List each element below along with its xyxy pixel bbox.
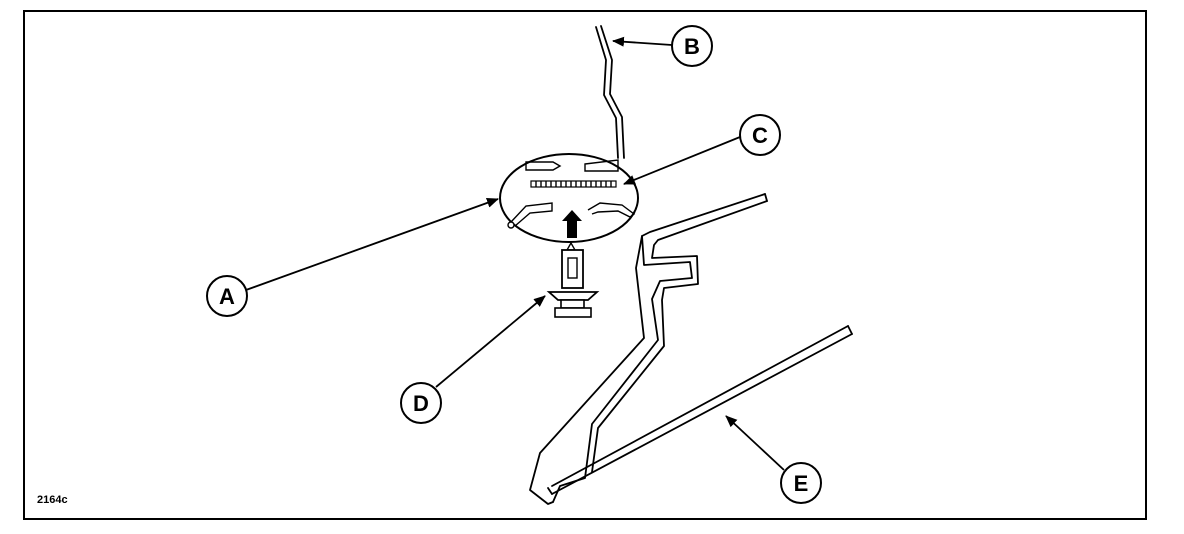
body-panel [529,193,768,505]
callout-d-label: D [413,391,429,416]
callout-c: C [739,114,781,156]
leader-line-a [245,198,499,291]
callout-c-label: C [752,123,768,148]
callout-e: E [780,462,822,504]
push-direction-arrow [562,210,582,238]
terminal-strip [530,180,617,188]
leader-line-b [612,36,673,47]
callout-d: D [400,382,442,424]
connector-housing [499,153,639,243]
leader-line-e [725,415,785,471]
leader-line-c [623,136,741,185]
connector-outline-ellipse [499,153,639,243]
figure-code: 2164c [37,494,68,506]
callout-a: A [206,275,248,317]
callout-a-label: A [219,284,235,309]
leader-line-d [435,295,546,388]
trim-strip-e [547,325,853,495]
callout-e-label: E [794,471,809,496]
diagram-frame [23,10,1147,520]
clip-fastener [546,241,600,318]
callout-b-label: B [684,34,700,59]
callout-b: B [671,25,713,67]
cable-b [595,25,625,159]
